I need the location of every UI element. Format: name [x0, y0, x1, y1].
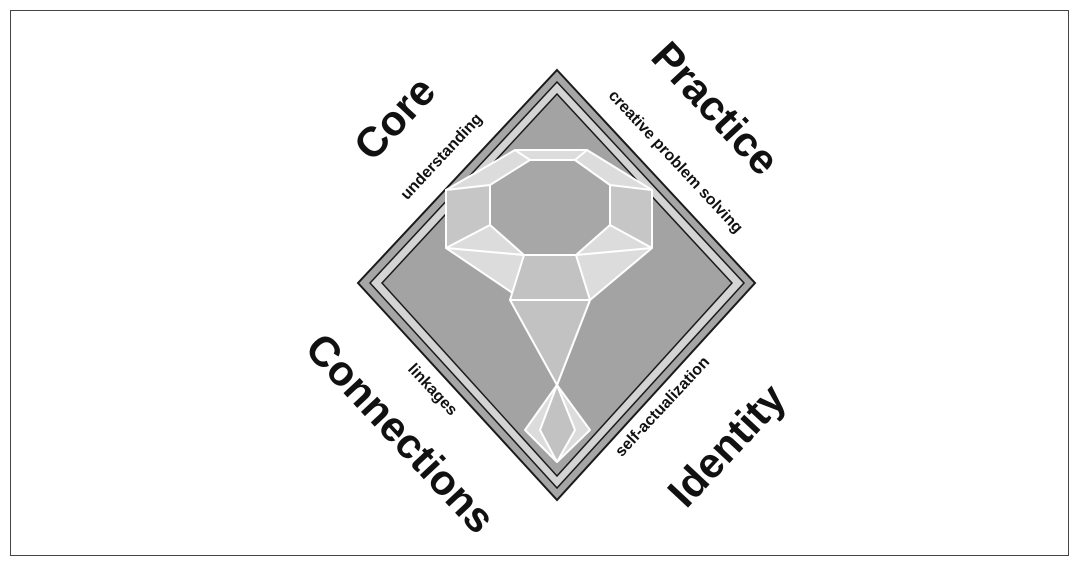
gem-crown-lines [514, 149, 531, 161]
label-core: Core [345, 67, 445, 169]
gem-tip-facet [539, 384, 576, 463]
gem-crown-line-3 [445, 247, 525, 256]
gem-facet-right [609, 184, 653, 249]
gem-crown-line-4 [575, 247, 653, 256]
gem-crown-line-2 [574, 149, 588, 161]
gem-icon [445, 149, 653, 463]
gem-facet-center [509, 254, 591, 301]
gem-facet-left [445, 184, 491, 249]
gem-pavilion-facet [509, 299, 591, 386]
gem-table-facet [489, 159, 611, 256]
